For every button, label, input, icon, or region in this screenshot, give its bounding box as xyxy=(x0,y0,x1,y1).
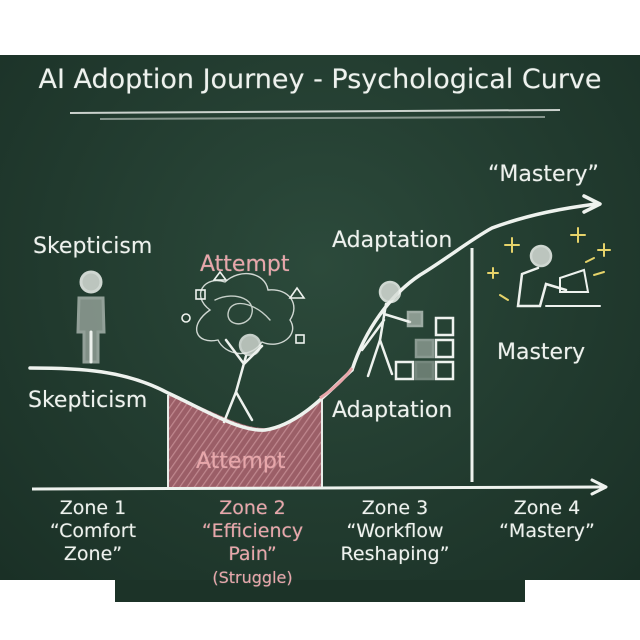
zone-4: Zone 4 “Mastery” xyxy=(482,497,612,543)
person-at-laptop-icon xyxy=(516,244,601,308)
mastery-quote-label: “Mastery” xyxy=(488,162,599,187)
zone-title-line1: “Efficiency xyxy=(201,520,304,542)
chalkboard xyxy=(0,55,640,580)
title-underline xyxy=(69,109,561,120)
skepticism-label-upper: Skepticism xyxy=(33,234,153,259)
diagram-title: AI Adoption Journey - Psychological Curv… xyxy=(38,64,602,95)
zone-1: Zone 1 “Comfort Zone” xyxy=(28,497,158,566)
attempt-label-upper: Attempt xyxy=(200,252,290,277)
chalkboard-ledge xyxy=(115,580,525,602)
struggle-zone-edges xyxy=(167,395,323,487)
adoption-curve-rise xyxy=(350,202,598,372)
zone-title-line2: Pain” xyxy=(228,543,277,565)
stressed-person-icon xyxy=(181,270,306,424)
zone-title-line2: Zone” xyxy=(63,543,123,565)
zone-number: Zone 1 xyxy=(59,497,127,519)
skepticism-label-lower: Skepticism xyxy=(28,388,148,413)
attempt-label-lower: Attempt xyxy=(196,449,286,474)
zone-3: Zone 3 “Workflow Reshaping” xyxy=(330,497,460,566)
arrow-icon xyxy=(582,194,602,214)
adoption-curve xyxy=(28,366,354,432)
adaptation-label-upper: Adaptation xyxy=(332,228,453,253)
zone-title-line1: “Comfort xyxy=(49,520,137,542)
zone-number: Zone 2 xyxy=(219,497,286,519)
zone-2: Zone 2 “Efficiency Pain” (Struggle) xyxy=(180,497,325,589)
sparkle-icon xyxy=(487,227,611,301)
zone-number: Zone 3 xyxy=(361,497,429,519)
zone-note: (Struggle) xyxy=(212,568,293,587)
struggle-zone-fill xyxy=(168,395,322,487)
standing-person-icon xyxy=(76,270,106,364)
adaptation-label-lower: Adaptation xyxy=(332,398,453,423)
x-axis xyxy=(31,485,605,491)
zone-title-line1: “Workflow xyxy=(346,520,444,542)
zone-title-line1: “Mastery” xyxy=(499,520,595,542)
zone-title-line2: Reshaping” xyxy=(340,543,450,565)
person-stacking-blocks-icon xyxy=(360,280,455,381)
mastery-label: Mastery xyxy=(497,340,586,365)
zone-number: Zone 4 xyxy=(513,497,581,519)
